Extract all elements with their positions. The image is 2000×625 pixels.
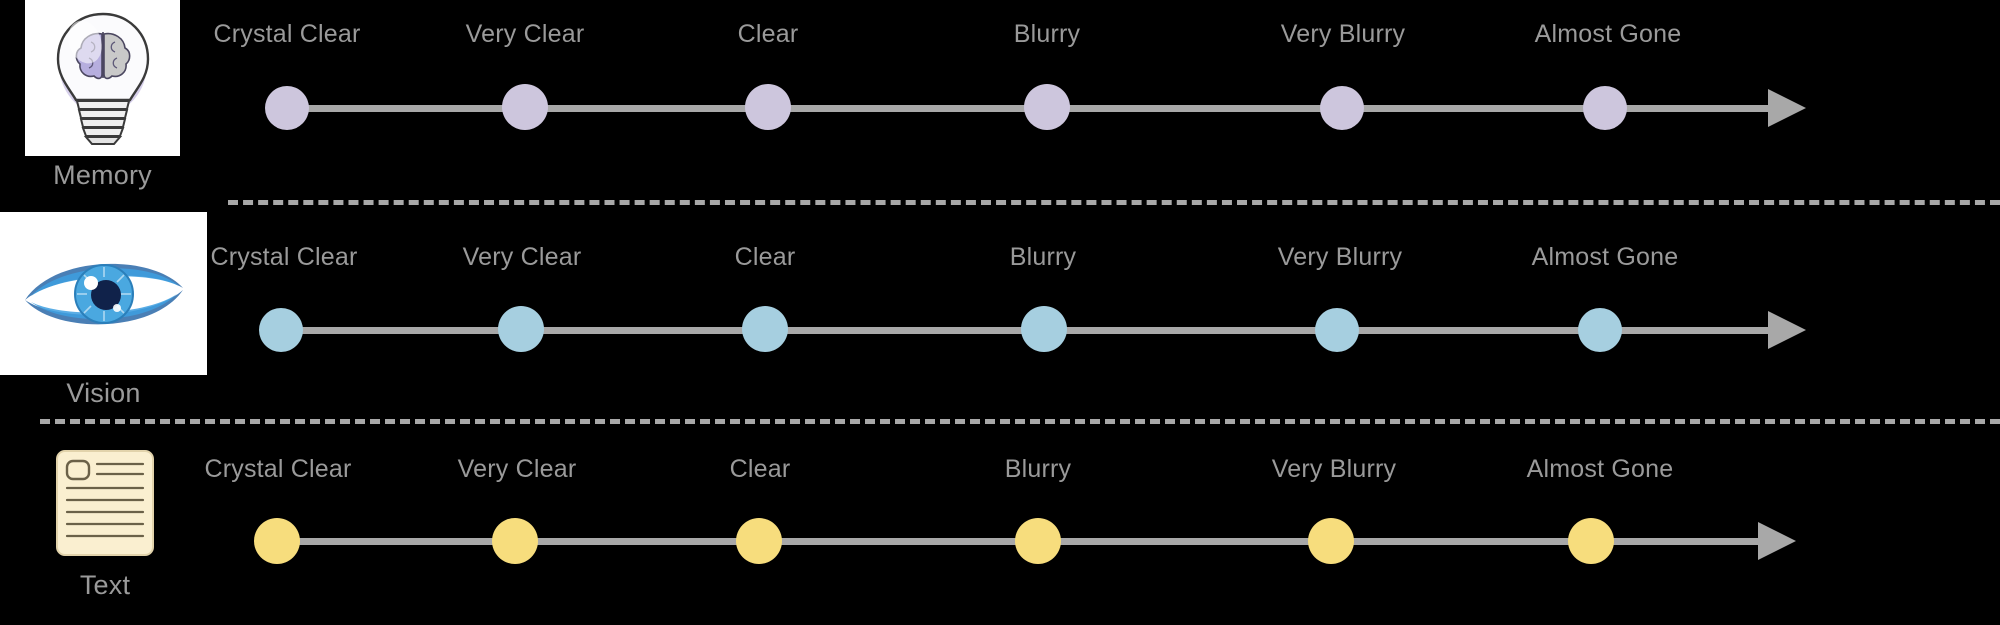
vision-icon-plate [0, 212, 207, 375]
text-label-clear: Clear [729, 455, 791, 483]
memory-dot-very-clear[interactable] [502, 84, 548, 130]
text-dot-almost-gone[interactable] [1568, 518, 1614, 564]
memory-label-blurry: Blurry [1013, 20, 1081, 48]
text-dot-clear[interactable] [736, 518, 782, 564]
memory-icon-plate [25, 0, 180, 156]
vision-dot-blurry[interactable] [1021, 306, 1067, 352]
text-icon-plate [35, 445, 175, 560]
text-label-very-blurry: Very Blurry [1271, 455, 1397, 483]
vision-label-clear: Clear [734, 243, 796, 271]
text-axis-arrowhead [1758, 522, 1796, 560]
text-dot-very-blurry[interactable] [1308, 518, 1354, 564]
memory-dot-clear[interactable] [745, 84, 791, 130]
text-label-blurry: Blurry [1004, 455, 1072, 483]
memory-dot-very-blurry[interactable] [1320, 86, 1364, 130]
vision-dot-crystal-clear[interactable] [259, 308, 303, 352]
text-dot-blurry[interactable] [1015, 518, 1061, 564]
memory-caption: Memory [53, 160, 152, 190]
vision-caption: Vision [66, 378, 141, 408]
text-dot-crystal-clear[interactable] [254, 518, 300, 564]
vision-label-blurry: Blurry [1009, 243, 1077, 271]
vision-label-crystal-clear: Crystal Clear [210, 243, 358, 271]
document-icon [56, 449, 154, 556]
vision-label-very-blurry: Very Blurry [1277, 243, 1403, 271]
vision-axis-arrowhead [1768, 311, 1806, 349]
text-dot-very-clear[interactable] [492, 518, 538, 564]
vision-dot-very-blurry[interactable] [1315, 308, 1359, 352]
memory-dot-blurry[interactable] [1024, 84, 1070, 130]
memory-icon-box [25, 0, 180, 156]
memory-label-very-blurry: Very Blurry [1280, 20, 1406, 48]
vision-dot-very-clear[interactable] [498, 306, 544, 352]
vision-icon-box [0, 212, 207, 375]
vision-label-very-clear: Very Clear [462, 243, 582, 271]
memory-dot-crystal-clear[interactable] [265, 86, 309, 130]
text-label-very-clear: Very Clear [457, 455, 577, 483]
memory-label-very-clear: Very Clear [465, 20, 585, 48]
divider-vision-text [40, 419, 2000, 424]
text-label-almost-gone: Almost Gone [1526, 455, 1674, 483]
memory-label-clear: Clear [737, 20, 799, 48]
lightbulb-brain-icon [56, 12, 149, 145]
vision-dot-almost-gone[interactable] [1578, 308, 1622, 352]
text-icon-box [35, 445, 175, 560]
divider-memory-vision [228, 200, 2000, 205]
memory-label-crystal-clear: Crystal Clear [213, 20, 361, 48]
memory-label-almost-gone: Almost Gone [1534, 20, 1682, 48]
text-label-crystal-clear: Crystal Clear [204, 455, 352, 483]
vision-dot-clear[interactable] [742, 306, 788, 352]
eye-icon [24, 263, 183, 324]
memory-dot-almost-gone[interactable] [1583, 86, 1627, 130]
text-caption: Text [79, 570, 131, 600]
memory-axis-arrowhead [1768, 89, 1806, 127]
vision-label-almost-gone: Almost Gone [1531, 243, 1679, 271]
